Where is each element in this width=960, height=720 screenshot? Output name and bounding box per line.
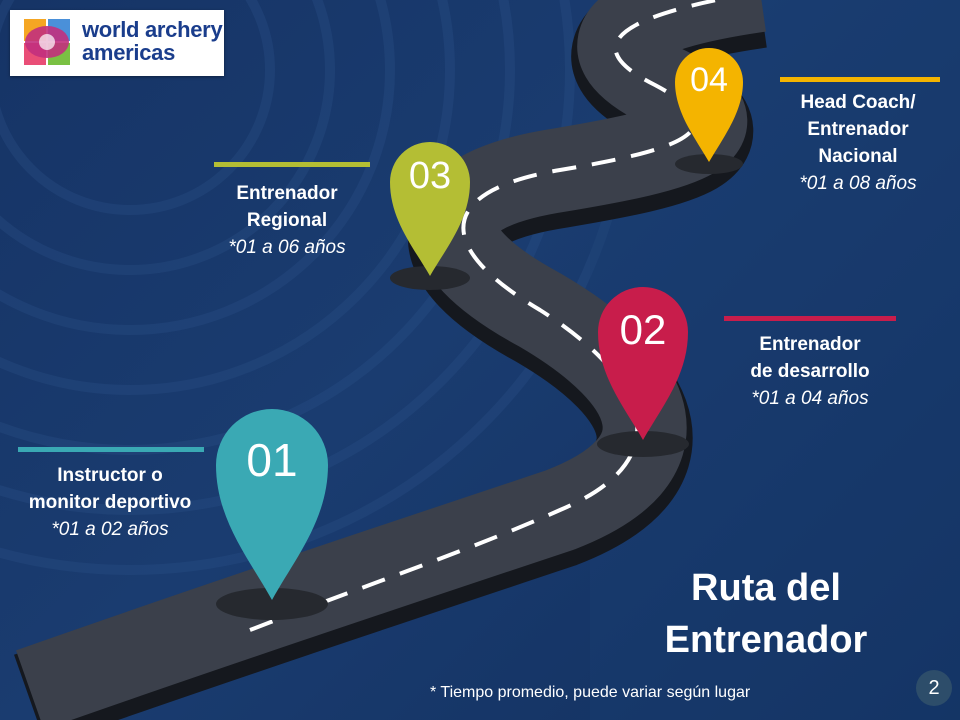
pin-03-shadow (390, 266, 470, 290)
slide-title-line-2: Entrenador (664, 619, 868, 661)
pin-02-number: 02 (619, 306, 667, 353)
step-03-duration: *01 a 06 años (228, 237, 346, 258)
slide-title-line-1: Ruta del (691, 567, 841, 609)
step-01-title-line-1: Instructor o (57, 465, 163, 486)
step-02-title-line-1: Entrenador (759, 334, 861, 355)
page-number-badge: 2 (916, 670, 952, 706)
logo-text: world archery americas (82, 17, 223, 65)
step-02-duration: *01 a 04 años (751, 388, 869, 409)
step-04-duration: *01 a 08 años (799, 173, 917, 194)
step-01-title-line-2: monitor deportivo (28, 492, 192, 513)
step-04-accent-bar (780, 77, 940, 82)
logo-line-2: americas (82, 40, 176, 65)
step-03-accent-bar (214, 162, 370, 167)
pin-01-shadow (216, 588, 328, 620)
pin-03-number: 03 (408, 155, 452, 197)
slide-title: Ruta del Entrenador (636, 562, 896, 666)
pin-04-number: 04 (690, 61, 728, 99)
step-01-label: Instructor o monitor deportivo *01 a 02 … (2, 462, 218, 543)
pin-01-marker (216, 409, 328, 600)
logo: world archery americas (10, 10, 224, 76)
pin-04-marker (675, 48, 743, 162)
pin-02-marker (598, 287, 688, 440)
step-04-label: Head Coach/ Entrenador Nacional *01 a 08… (774, 89, 942, 197)
logo-line-1: world archery (82, 17, 223, 42)
road (16, 0, 767, 720)
step-03-label: Entrenador Regional *01 a 06 años (200, 180, 374, 261)
pin-04-shadow (675, 154, 743, 174)
road-center-line (249, 0, 728, 632)
footnote: * Tiempo promedio, puede variar según lu… (430, 684, 751, 701)
pin-03-marker (390, 142, 470, 276)
step-03-title-line-2: Regional (246, 210, 328, 231)
world-archery-logo-icon (24, 19, 70, 65)
step-01-accent-bar (18, 447, 204, 452)
step-02-label: Entrenador de desarrollo *01 a 04 años (720, 331, 900, 412)
step-04-title-line-2: Entrenador (807, 119, 909, 140)
step-02-title-line-2: de desarrollo (750, 361, 870, 382)
pin-01-number: 01 (246, 434, 298, 486)
step-04-title-line-3: Nacional (818, 146, 898, 167)
step-02-accent-bar (724, 316, 896, 321)
step-03-title-line-1: Entrenador (236, 183, 338, 204)
pin-02-shadow (597, 431, 689, 457)
step-01-duration: *01 a 02 años (51, 519, 169, 540)
step-04-title-line-1: Head Coach/ (800, 92, 916, 113)
